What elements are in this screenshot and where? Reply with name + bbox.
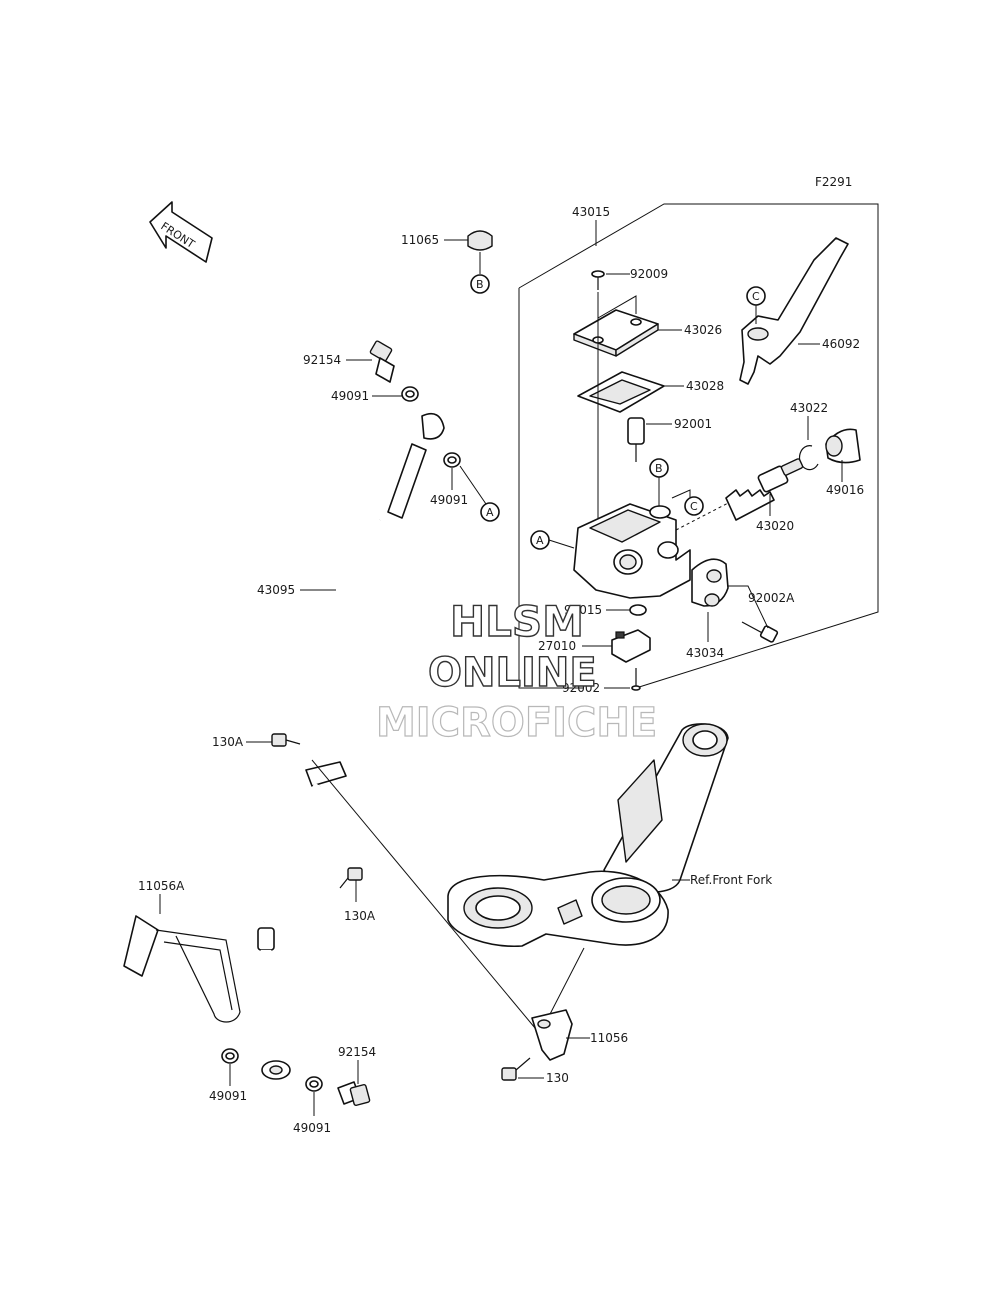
brake-switch-27010: 27010 — [538, 629, 651, 663]
callout-b-mid-group: B — [649, 458, 669, 506]
label-43015: 43015 — [572, 205, 610, 219]
label-49016: 49016 — [826, 483, 864, 497]
washer-49091-mid: 49091 A — [430, 452, 500, 522]
label-49091-mid: 49091 — [430, 493, 468, 507]
washer-92015: 92015 — [564, 603, 647, 617]
reservoir-cap-43026: 43026 — [573, 295, 722, 357]
callout-a-left — [480, 502, 500, 522]
steering-stem-assembly: Ref.Front Fork — [447, 723, 772, 947]
label-43034: 43034 — [686, 646, 724, 660]
bolt-130a-mid: 130A — [339, 867, 376, 923]
bracket-11056a: 11056A — [123, 879, 241, 1023]
pivot-bolt-92001: 92001 — [627, 417, 712, 462]
bolt-130a-top: 130A — [212, 733, 301, 749]
washer-49091-bottom-right: 49091 — [293, 1076, 331, 1135]
svg-text:B: B — [655, 462, 663, 475]
label-92001: 92001 — [674, 417, 712, 431]
callout-b-top — [470, 274, 490, 294]
label-49091-bottom-left: 49091 — [209, 1089, 247, 1103]
label-130: 130 — [546, 1071, 569, 1085]
clamp-43034: 43034 — [686, 558, 729, 660]
svg-text:C: C — [752, 290, 760, 303]
svg-text:B: B — [476, 278, 484, 291]
washer-49091-bottom-left: 49091 — [209, 1048, 247, 1103]
callout-c-mid — [684, 496, 704, 516]
label-43028: 43028 — [686, 379, 724, 393]
figure-code: F2291 — [815, 175, 852, 189]
watermark-line3: MICROFICHE — [376, 700, 657, 746]
label-49091-top: 49091 — [331, 389, 369, 403]
svg-text:A: A — [486, 506, 494, 519]
bolt-130: 130 — [501, 1057, 569, 1085]
label-43026: 43026 — [684, 323, 722, 337]
banjo-bolt-92154-bottom: 92154 — [337, 1045, 376, 1107]
label-92002a: 92002A — [748, 591, 795, 605]
label-27010: 27010 — [538, 639, 576, 653]
label-43095: 43095 — [257, 583, 295, 597]
screw-92002: 92002 — [562, 668, 641, 695]
label-92154-bottom: 92154 — [338, 1045, 376, 1059]
label-46092: 46092 — [822, 337, 860, 351]
watermark-line1: HLSM — [450, 597, 584, 646]
front-direction-arrow: FRONT — [149, 201, 213, 263]
boot-49016: 49016 — [825, 428, 864, 497]
brake-hose-43095: 43095 — [257, 412, 445, 1080]
watermark-line2: ONLINE — [428, 650, 597, 696]
label-92002: 92002 — [562, 681, 600, 695]
label-130a-top: 130A — [212, 735, 244, 749]
svg-text:C: C — [690, 500, 698, 513]
callout-c-mid-group: C — [671, 489, 704, 516]
watermark: HLSM ONLINE MICROFICHE — [375, 596, 657, 746]
piston-43020: 43020 — [675, 458, 804, 533]
cap-11065: 11065 B — [401, 230, 493, 294]
bracket-11056: 11056 — [531, 947, 628, 1061]
washer-49091-top: 49091 — [331, 386, 419, 403]
label-43020: 43020 — [756, 519, 794, 533]
svg-text:A: A — [536, 534, 544, 547]
bolt-92002a: 92002A — [728, 585, 795, 643]
label-92154-top: 92154 — [303, 353, 341, 367]
label-92009: 92009 — [630, 267, 668, 281]
label-49091-bottom-right: 49091 — [293, 1121, 331, 1135]
master-cylinder-body: A — [530, 503, 691, 599]
brake-lever-46092: 46092 C — [739, 237, 860, 385]
label-11056a: 11056A — [138, 879, 185, 893]
assembly-43015-frame: 43015 — [518, 203, 879, 689]
diaphragm-43028: 43028 — [577, 292, 724, 520]
label-11065: 11065 — [401, 233, 439, 247]
label-11056: 11056 — [590, 1031, 628, 1045]
ref-front-fork-label: Ref.Front Fork — [690, 873, 772, 887]
banjo-bolt-92154-top: 92154 — [303, 340, 395, 383]
label-43022: 43022 — [790, 401, 828, 415]
screw-92009: 92009 — [591, 267, 668, 290]
label-130a-mid: 130A — [344, 909, 376, 923]
label-92015: 92015 — [564, 603, 602, 617]
